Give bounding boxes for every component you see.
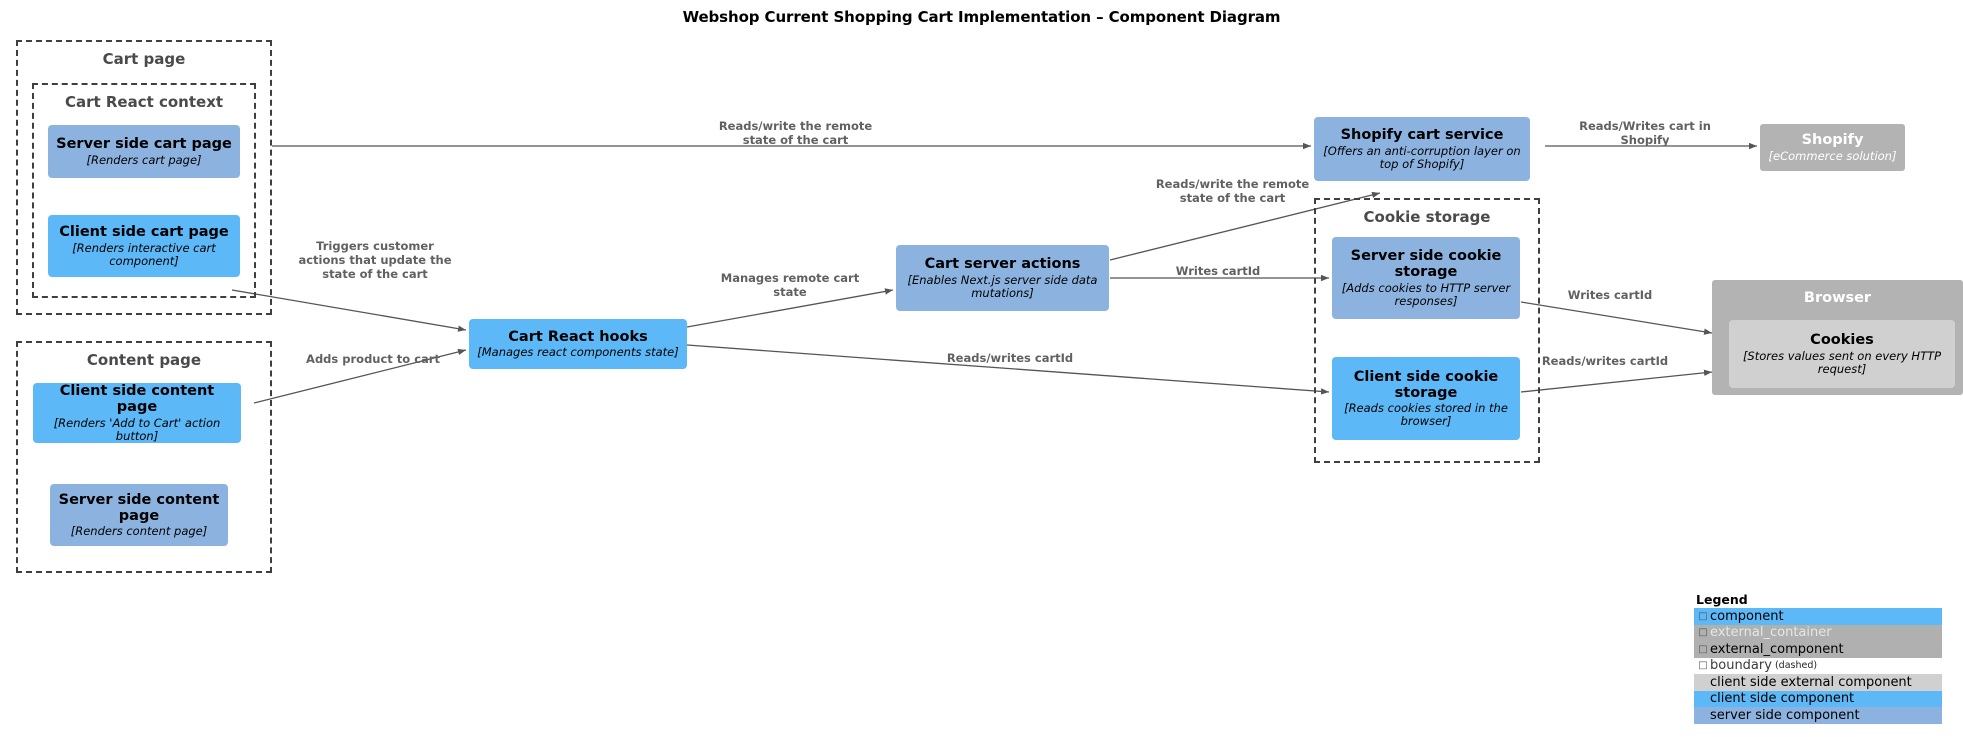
- legend-item-server-side-component: server side component: [1694, 707, 1942, 724]
- boundary-cart-page-label: Cart page: [102, 50, 186, 68]
- node-browser-title: Browser: [1803, 290, 1872, 306]
- legend-item-external-container-label: external_container: [1710, 625, 1832, 641]
- node-cart-react-hooks[interactable]: Cart React hooks [Manages react componen…: [469, 319, 687, 369]
- node-server-side-content-page-title: Server side content page: [58, 491, 220, 524]
- legend-item-boundary-note: (dashed): [1774, 660, 1818, 672]
- edge-shopify-service-to-shopify-label: Reads/Writes cart in Shopify: [1579, 119, 1711, 147]
- node-shopify-title: Shopify: [1801, 132, 1864, 149]
- legend-item-external-component: □ external_component: [1694, 641, 1942, 658]
- boundary-cart-react-context: Cart React context: [32, 83, 256, 298]
- legend-swatch-icon: □: [1698, 660, 1708, 672]
- boundary-content-page: Content page: [16, 341, 272, 573]
- node-server-side-content-page-desc: [Renders content page]: [70, 524, 208, 539]
- node-cart-server-actions[interactable]: Cart server actions [Enables Next.js ser…: [896, 245, 1109, 311]
- node-server-side-cookie-storage[interactable]: Server side cookie storage [Adds cookies…: [1332, 237, 1520, 319]
- legend-item-component-label: component: [1710, 608, 1784, 624]
- boundary-cookie-storage: Cookie storage: [1314, 198, 1540, 463]
- node-server-side-cart-page[interactable]: Server side cart page [Renders cart page…: [48, 125, 240, 178]
- node-cart-react-hooks-desc: [Manages react components state]: [477, 345, 679, 360]
- node-cart-server-actions-desc: [Enables Next.js server side data mutati…: [907, 272, 1098, 300]
- edge-content-to-hooks-label: Adds product to cart: [306, 352, 440, 366]
- legend-swatch-icon: □: [1698, 643, 1708, 655]
- node-server-side-cookie-storage-title: Server side cookie storage: [1350, 248, 1502, 281]
- node-cart-server-actions-title: Cart server actions: [924, 256, 1081, 273]
- boundary-content-page-label: Content page: [86, 351, 202, 369]
- edge-cart-page-to-shopify-service-label: Reads/write the remote state of the cart: [718, 119, 873, 147]
- node-client-side-cart-page-desc: [Renders interactive cart component]: [72, 240, 216, 268]
- node-shopify-desc: [eCommerce solution]: [1768, 148, 1897, 163]
- edge-server-actions-to-server-cookie-label: Writes cartId: [1175, 264, 1261, 278]
- boundary-cookie-storage-label: Cookie storage: [1363, 208, 1491, 226]
- node-server-side-cookie-storage-desc: [Adds cookies to HTTP server responses]: [1341, 280, 1511, 308]
- legend-item-client-side-external-component-label: client side external component: [1710, 674, 1912, 690]
- node-client-side-content-page-title: Client side content page: [59, 383, 215, 416]
- legend: Legend □ component □ external_container …: [1694, 592, 1942, 724]
- node-cookies-title: Cookies: [1810, 332, 1874, 349]
- node-client-side-cookie-storage[interactable]: Client side cookie storage [Reads cookie…: [1332, 357, 1520, 440]
- legend-item-boundary-label: boundary: [1710, 658, 1772, 674]
- edge-client-cart-to-hooks-label: Triggers customer actions that update th…: [298, 239, 452, 281]
- node-client-side-content-page[interactable]: Client side content page [Renders 'Add t…: [33, 383, 241, 443]
- node-client-side-content-page-desc: [Renders 'Add to Cart' action button]: [53, 415, 221, 443]
- legend-swatch-icon: □: [1698, 627, 1708, 639]
- edge-hooks-to-server-actions-label: Manages remote cart state: [720, 271, 860, 299]
- edge-client-cookie-to-cookies-line: [1520, 369, 1713, 393]
- edge-server-cookie-to-cookies-label: Writes cartId: [1567, 288, 1653, 302]
- edge-server-cookie-to-cookies-line: [1520, 301, 1713, 335]
- node-shopify-cart-service[interactable]: Shopify cart service [Offers an anti-cor…: [1314, 117, 1530, 181]
- node-client-side-cookie-storage-title: Client side cookie storage: [1353, 368, 1499, 401]
- legend-item-boundary: □ boundary (dashed): [1694, 658, 1942, 675]
- legend-title: Legend: [1696, 592, 1748, 607]
- legend-item-client-side-component: client side component: [1694, 690, 1942, 707]
- node-cookies[interactable]: Cookies [Stores values sent on every HTT…: [1729, 320, 1955, 388]
- legend-item-client-side-external-component: client side external component: [1694, 674, 1942, 691]
- legend-item-server-side-component-label: server side component: [1710, 707, 1860, 723]
- node-server-side-cart-page-title: Server side cart page: [56, 136, 232, 153]
- node-client-side-cookie-storage-desc: [Reads cookies stored in the browser]: [1344, 401, 1508, 429]
- edge-hooks-to-shopify-service-label: Reads/write the remote state of the cart: [1155, 177, 1310, 205]
- node-shopify[interactable]: Shopify [eCommerce solution]: [1760, 124, 1905, 171]
- node-server-side-cart-page-desc: [Renders cart page]: [86, 152, 202, 167]
- boundary-cart-page: Cart page: [16, 40, 272, 315]
- edge-hooks-to-client-cookie-label: Reads/writes cartId: [946, 351, 1074, 365]
- legend-swatch-icon: □: [1698, 610, 1708, 622]
- legend-item-external-component-label: external_component: [1710, 641, 1844, 657]
- edge-client-cookie-to-cookies-label: Reads/writes cartId: [1541, 354, 1669, 368]
- page-title: Webshop Current Shopping Cart Implementa…: [682, 8, 1281, 26]
- node-client-side-cart-page-title: Client side cart page: [59, 224, 229, 241]
- node-cookies-desc: [Stores values sent on every HTTP reques…: [1742, 348, 1942, 376]
- node-client-side-cart-page[interactable]: Client side cart page [Renders interacti…: [48, 215, 240, 277]
- legend-item-client-side-component-label: client side component: [1710, 691, 1855, 707]
- node-shopify-cart-service-desc: [Offers an anti-corruption layer on top …: [1323, 143, 1521, 171]
- legend-item-component: □ component: [1694, 608, 1942, 625]
- node-shopify-cart-service-title: Shopify cart service: [1340, 127, 1504, 144]
- node-server-side-content-page[interactable]: Server side content page [Renders conten…: [50, 484, 228, 546]
- node-cart-react-hooks-title: Cart React hooks: [508, 328, 648, 345]
- boundary-cart-react-context-label: Cart React context: [64, 93, 224, 111]
- legend-item-external-container: □ external_container: [1694, 624, 1942, 641]
